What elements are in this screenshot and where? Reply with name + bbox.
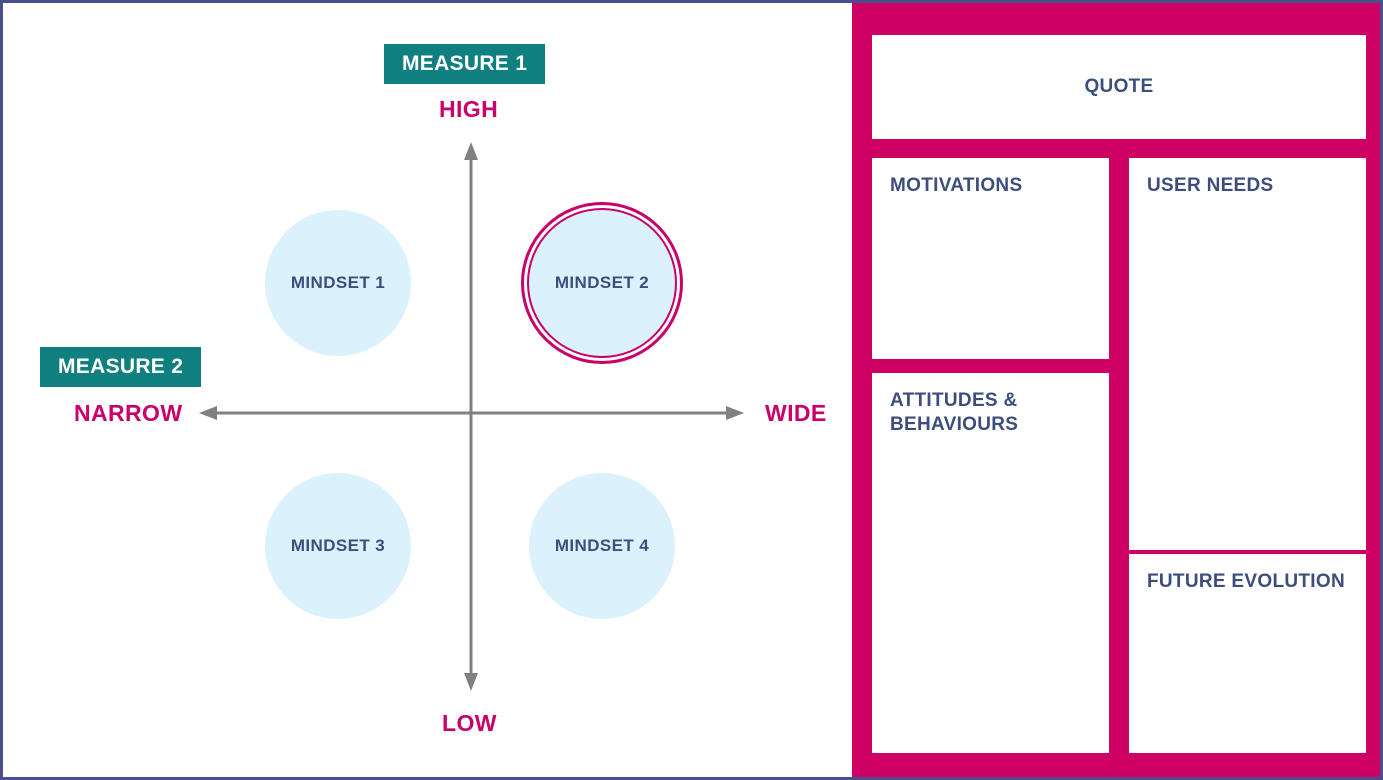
measure-1-badge: MEASURE 1 (384, 44, 546, 84)
mindset-bubble-3-label: MINDSET 3 (290, 536, 386, 555)
mindset-bubble-4[interactable]: MINDSET 4 (529, 473, 675, 619)
future-evolution-card[interactable]: FUTURE EVOLUTION (1129, 554, 1366, 753)
axis-label-narrow: NARROW (74, 400, 183, 426)
mindset-bubble-4-label: MINDSET 4 (554, 536, 650, 555)
future-evolution-card-title: FUTURE EVOLUTION (1147, 571, 1345, 592)
matrix-axes-icon (199, 142, 744, 691)
axis-label-wide: WIDE (765, 400, 827, 426)
quote-card-title: QUOTE (1084, 76, 1154, 98)
motivations-card[interactable]: MOTIVATIONS (872, 158, 1109, 359)
motivations-card-title: MOTIVATIONS (890, 175, 1023, 196)
mindset-bubble-2[interactable]: MINDSET 2 (529, 210, 675, 356)
measure-2-badge: MEASURE 2 (40, 347, 202, 387)
attitudes-behaviours-card[interactable]: ATTITUDES & BEHAVIOURS (872, 373, 1109, 753)
mindset-2-highlight-ring-outer (521, 202, 683, 364)
user-needs-card[interactable]: USER NEEDS (1129, 158, 1366, 550)
mindset-matrix-panel: MEASURE 1 MEASURE 2 HIGH LOW NARROW WIDE… (3, 3, 852, 777)
mindset-bubble-1-label: MINDSET 1 (290, 273, 386, 292)
axis-label-low: LOW (442, 710, 497, 736)
mindset-bubble-3[interactable]: MINDSET 3 (265, 473, 411, 619)
user-needs-card-title: USER NEEDS (1147, 175, 1274, 196)
mindset-bubble-2-label: MINDSET 2 (554, 273, 650, 292)
axis-label-high: HIGH (439, 96, 499, 122)
attitudes-behaviours-card-title: ATTITUDES & BEHAVIOURS (890, 390, 1019, 435)
persona-profile-panel: QUOTE MOTIVATIONS ATTITUDES & BEHAVIOURS… (852, 3, 1380, 777)
mindset-bubble-1[interactable]: MINDSET 1 (265, 210, 411, 356)
quote-card[interactable]: QUOTE (872, 35, 1366, 139)
